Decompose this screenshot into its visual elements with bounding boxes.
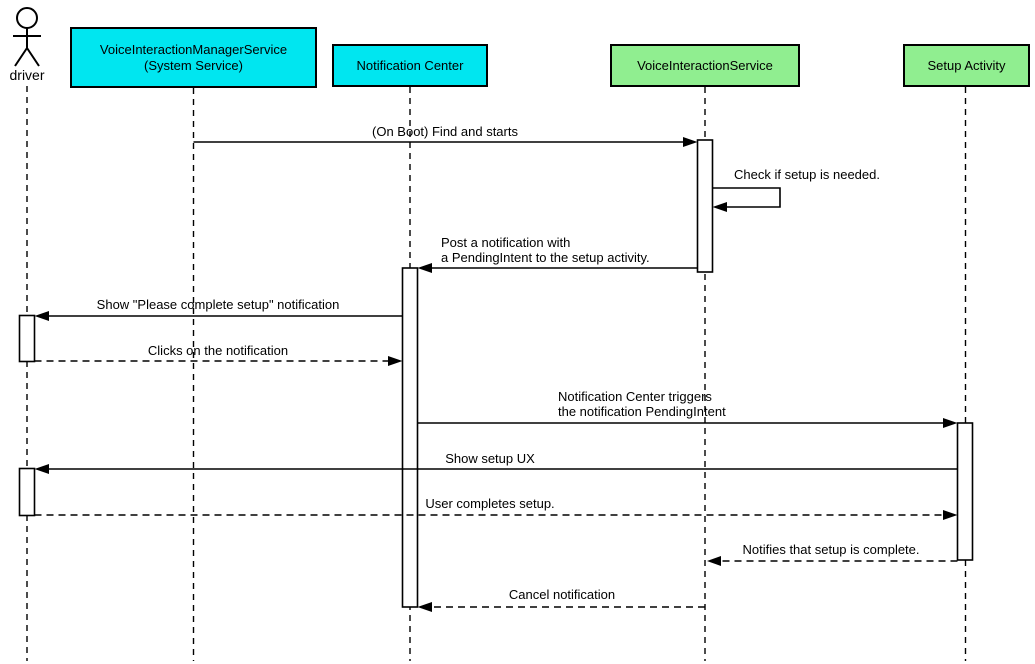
message-7-arrow (34, 464, 958, 474)
message-9-label: Notifies that setup is complete. (742, 542, 920, 557)
actor-label-driver: driver (9, 67, 45, 83)
message-1-arrow (193, 137, 698, 147)
message-6-arrow (417, 418, 958, 428)
message-5-arrow (34, 356, 403, 366)
message-4-arrow (34, 311, 403, 321)
message-8-label: User completes setup. (425, 496, 555, 511)
message-3-label: Post a notification with a PendingIntent… (441, 235, 650, 265)
message-10-label: Cancel notification (508, 587, 616, 602)
activation-bar-voice-interaction-service (696, 139, 714, 273)
participant-box-voice-interaction-service: VoiceInteractionService (610, 44, 800, 87)
message-4-label: Show "Please complete setup" notificatio… (96, 297, 340, 312)
message-6-label: Notification Center triggers the notific… (558, 389, 726, 419)
message-2-label: Check if setup is needed. (734, 167, 880, 182)
message-1-label: (On Boot) Find and starts (372, 124, 518, 139)
actor-figure-driver (13, 7, 41, 67)
message-5-label: Clicks on the notification (147, 343, 289, 358)
participant-box-voice-interaction-manager-service: VoiceInteractionManagerService (System S… (70, 27, 317, 88)
message-2-self-arrow (712, 187, 781, 212)
activation-bar-driver-1 (18, 314, 36, 363)
message-10-arrow (417, 602, 705, 612)
actor-head (16, 7, 38, 29)
participant-box-setup-activity: Setup Activity (903, 44, 1030, 87)
actor-leg-right (26, 47, 40, 67)
message-3-arrow (417, 263, 698, 273)
activation-bar-setup-activity (956, 422, 974, 561)
participant-box-notification-center: Notification Center (332, 44, 488, 87)
message-8-arrow (34, 510, 958, 520)
actor-leg-left (14, 47, 28, 67)
activation-bar-notification-center (401, 267, 419, 608)
activation-bar-driver-2 (18, 467, 36, 517)
message-9-arrow (707, 556, 958, 566)
message-7-label: Show setup UX (445, 451, 535, 466)
